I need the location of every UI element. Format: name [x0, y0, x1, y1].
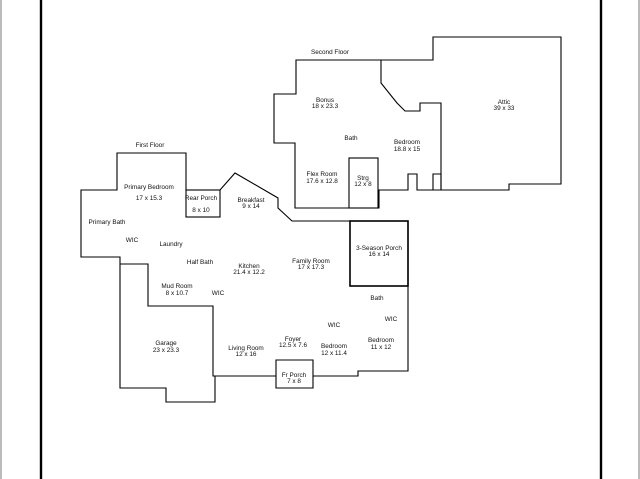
storage-size: 12 x 8 — [354, 181, 372, 188]
plan-frame — [39, 0, 603, 479]
bedroom-upper-size: 18.8 x 15 — [394, 146, 421, 153]
wic-lower-label: WIC — [328, 322, 341, 329]
mud-room-label: Mud Room — [161, 283, 192, 290]
bedroom-lower-size: 12 x 11.4 — [321, 350, 347, 357]
bedroom-lower-label: Bedroom — [321, 343, 347, 350]
living-room-label: Living Room — [228, 345, 264, 352]
living-room-size: 12 x 16 — [236, 351, 257, 358]
primary-bath-label: Primary Bath — [89, 219, 126, 226]
attic-outline — [381, 36, 562, 191]
three-season-porch-label: 3-Season Porch — [356, 245, 402, 252]
mud-room-size: 8 x 10.7 — [166, 290, 189, 297]
rear-porch-size: 8 x 10 — [192, 207, 210, 214]
three-season-porch-outline — [349, 220, 409, 287]
front-porch-outline — [275, 376, 314, 389]
flex-room-label: Flex Room — [307, 171, 338, 178]
garage-label: Garage — [155, 340, 177, 347]
breakfast-label: Breakfast — [238, 197, 265, 204]
kitchen-size: 21.4 x 12.2 — [233, 269, 265, 276]
second-floor-heading: Second Floor — [311, 49, 350, 56]
second-floor-outline — [273, 59, 442, 209]
bath-upper-label: Bath — [344, 135, 358, 142]
primary-bedroom-label: Primary Bedroom — [124, 184, 174, 191]
garage-size: 23 x 23.3 — [153, 347, 180, 354]
primary-bedroom-size: 17 x 15.3 — [136, 195, 163, 202]
flex-room-size: 17.6 x 12.8 — [306, 178, 338, 185]
rear-porch-label: Rear Porch — [185, 195, 218, 202]
storage-closet — [348, 157, 379, 209]
front-porch-label: Fr Porch — [282, 372, 307, 379]
wic-mud-label: WIC — [212, 290, 225, 297]
bonus-size: 18 x 23.3 — [312, 103, 339, 110]
first-floor-heading: First Floor — [136, 142, 166, 149]
bedroom-right-label: Bedroom — [368, 337, 394, 344]
front-porch-size: 7 x 8 — [287, 378, 301, 385]
attic-label: Attic — [498, 99, 511, 106]
family-room-label: Family Room — [292, 258, 330, 265]
foyer-label: Foyer — [285, 336, 302, 343]
half-bath-label: Half Bath — [187, 259, 214, 266]
first-floor-outline — [80, 152, 409, 377]
rear-porch-outline — [185, 189, 221, 218]
breakfast-size: 9 x 14 — [242, 203, 260, 210]
kitchen-label: Kitchen — [238, 263, 260, 270]
storage-label: Strg — [357, 175, 369, 182]
laundry-label: Laundry — [159, 241, 183, 248]
family-room-size: 17 x 17.3 — [298, 264, 325, 271]
garage-outline — [119, 264, 216, 403]
attic-size: 39 x 33 — [494, 105, 515, 112]
wic-primary-label: WIC — [126, 237, 139, 244]
foyer-size: 12.5 x 7.6 — [279, 342, 308, 349]
bedroom-right-size: 11 x 12 — [371, 344, 392, 351]
bonus-label: Bonus — [316, 97, 334, 104]
three-season-porch-size: 16 x 14 — [369, 251, 390, 258]
bath-lower-label: Bath — [370, 295, 384, 302]
wic-right-label: WIC — [385, 316, 398, 323]
bedroom-upper-label: Bedroom — [394, 139, 420, 146]
